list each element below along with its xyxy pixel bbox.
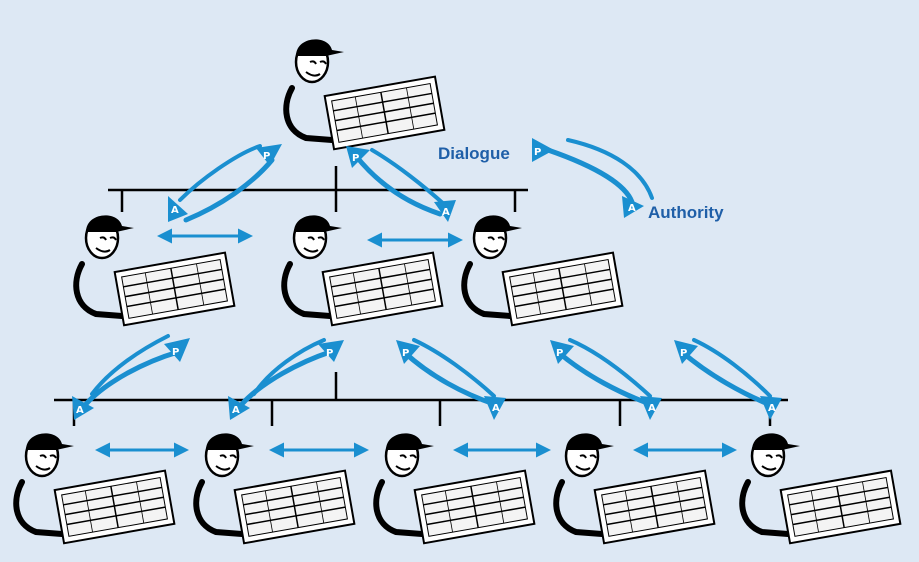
dialogue-marker-icon: P [346, 146, 370, 168]
svg-text:A: A [232, 405, 240, 416]
svg-text:A: A [76, 405, 84, 416]
dialogue-marker-icon: P [256, 144, 282, 166]
dialogue-marker-icon: P [550, 340, 574, 364]
dialogue-label: Dialogue [438, 144, 510, 163]
person-with-cap-icon-mid-center [284, 215, 442, 325]
svg-text:P: P [680, 348, 687, 359]
svg-text:P: P [534, 147, 541, 158]
svg-text:A: A [442, 207, 450, 218]
markers: P A P A P A P A P A P A P A P A [72, 138, 782, 420]
authority-marker-icon: A [434, 200, 456, 222]
dialogue-marker-icon: P [164, 338, 190, 362]
svg-text:P: P [556, 348, 563, 359]
authority-marker-icon: A [228, 396, 250, 420]
svg-text:A: A [648, 403, 656, 414]
svg-text:P: P [352, 153, 359, 164]
svg-text:P: P [263, 151, 270, 162]
authority-marker-icon: A [168, 196, 188, 222]
double-arrow-icon-group [95, 228, 737, 458]
dialogue-marker-icon: P [674, 340, 698, 364]
person-with-cap-icon-top [286, 39, 444, 149]
svg-text:P: P [402, 348, 409, 359]
dialogue-marker-icon: P [532, 138, 554, 162]
svg-text:A: A [492, 403, 500, 414]
person-with-cap-icon-bottom-5 [742, 433, 900, 543]
authority-marker-icon: A [760, 396, 782, 420]
svg-text:A: A [171, 205, 179, 216]
svg-text:P: P [172, 347, 179, 358]
person-with-cap-icon-mid-right [464, 215, 622, 325]
authority-marker-icon: A [640, 396, 662, 420]
dialogue-marker-icon: P [318, 340, 344, 362]
svg-text:A: A [768, 403, 776, 414]
dialogue-marker-icon: P [396, 340, 420, 364]
svg-text:A: A [628, 203, 636, 214]
authority-label: Authority [648, 203, 724, 222]
authority-marker-icon: A [622, 196, 644, 218]
authority-marker-icon: A [484, 396, 506, 420]
svg-text:P: P [326, 348, 333, 359]
curved-arrow-icon-group [83, 138, 772, 407]
authority-marker-icon: A [72, 396, 94, 420]
person-with-cap-icon-mid-left [76, 215, 234, 325]
